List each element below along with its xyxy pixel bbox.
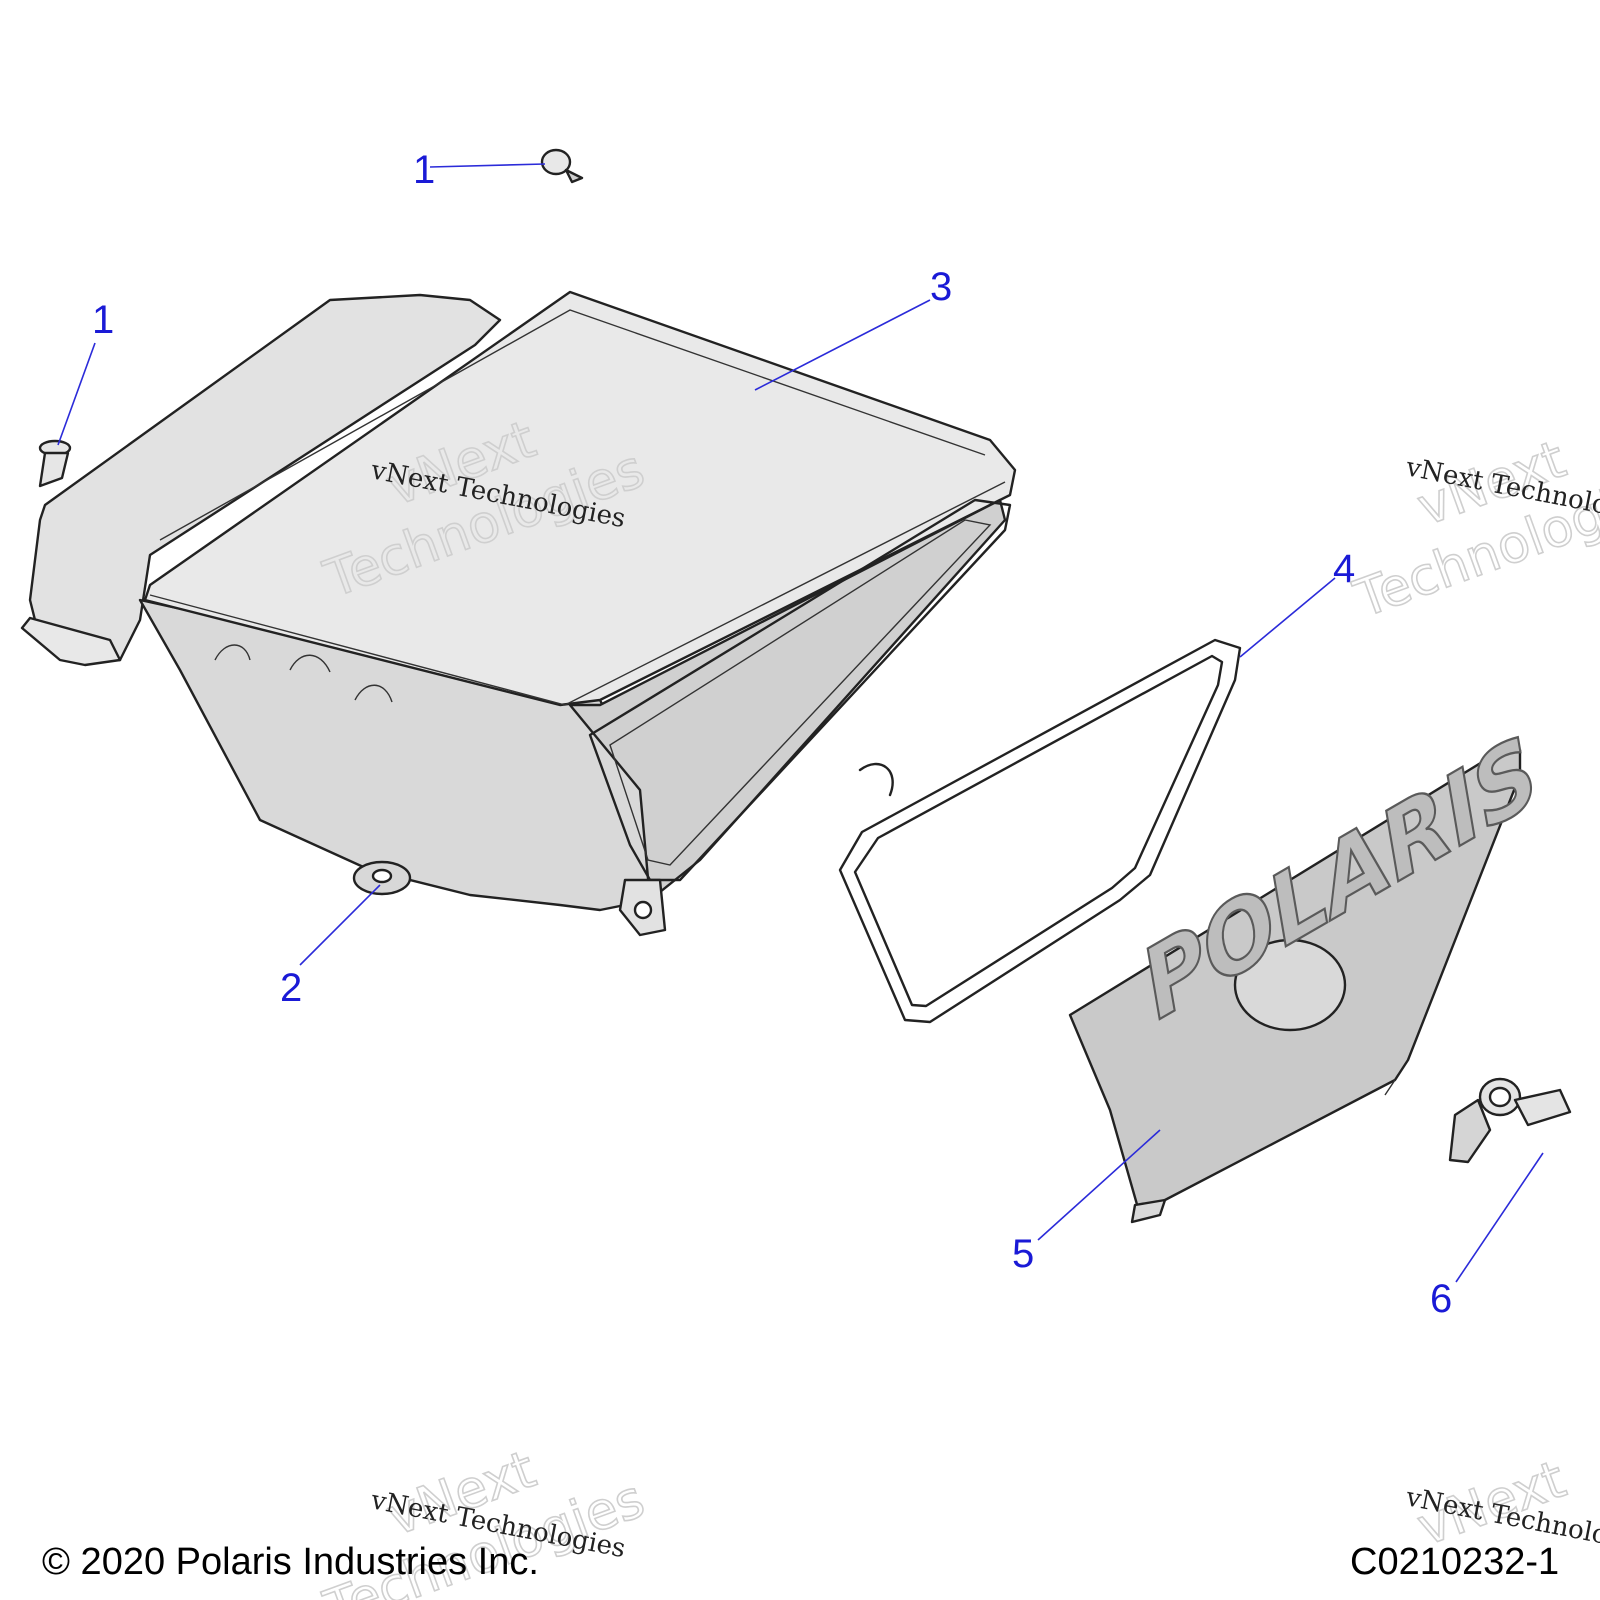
callout-6: 6 — [1430, 1277, 1452, 1321]
seal-gasket — [838, 638, 1242, 1024]
leader-lines — [57, 163, 1544, 1283]
leader-6 — [1455, 1152, 1544, 1283]
grommet — [352, 860, 412, 896]
copyright-text: © 2020 Polaris Industries Inc. — [42, 1541, 539, 1583]
latch — [1448, 1077, 1572, 1164]
callout-2: 2 — [280, 966, 302, 1010]
drawing-number: C0210232-1 — [1350, 1541, 1559, 1583]
callout-3: 3 — [930, 265, 952, 309]
rivet-left — [38, 439, 72, 488]
callout-1-left: 1 — [92, 298, 114, 342]
airbox-housing — [20, 290, 1017, 937]
leader-1-top — [429, 163, 546, 168]
leader-1-left — [57, 342, 96, 446]
leader-3 — [754, 299, 931, 391]
leader-2 — [299, 884, 381, 966]
callout-labels: 1 1 3 2 4 5 6 — [92, 148, 1452, 1321]
leader-5 — [1037, 1129, 1161, 1241]
callout-1-top: 1 — [413, 148, 435, 192]
rivet-top — [540, 148, 584, 184]
callout-4: 4 — [1333, 547, 1355, 591]
callout-5: 5 — [1012, 1232, 1034, 1276]
watermark-right: vNext Technologies — [1346, 429, 1600, 631]
leader-4 — [1239, 577, 1336, 658]
